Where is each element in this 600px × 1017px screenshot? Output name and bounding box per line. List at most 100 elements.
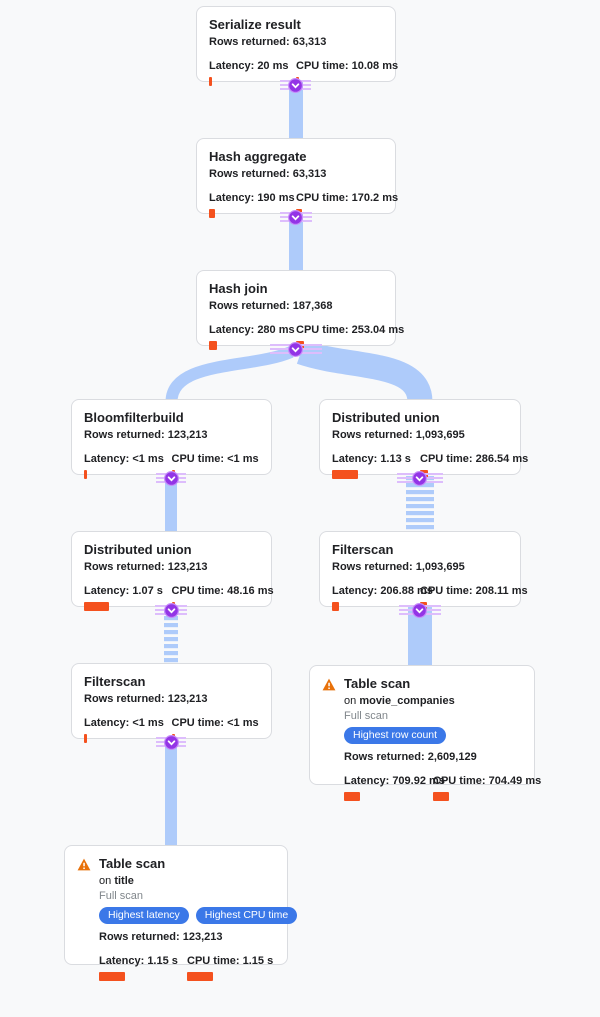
node-title: Distributed union (332, 410, 440, 425)
latency-bar (99, 972, 125, 981)
latency-text: Latency: 1.15 s (99, 955, 178, 967)
latency-bar (84, 470, 87, 479)
scan-type: Full scan (99, 890, 144, 902)
table-name: movie_companies (359, 695, 455, 707)
cpu-time-text: CPU time: 170.2 ms (296, 192, 399, 204)
collapse-button-hash-aggregate[interactable] (287, 209, 304, 226)
rows-label: Rows returned: (332, 429, 413, 441)
rows-value: 123,213 (182, 931, 223, 943)
edge-filterscan-to-table-scan-left (165, 737, 177, 847)
plan-node-hash-join[interactable]: Hash join Rows returned: 187,368 Latency… (196, 270, 404, 350)
latency-text: Latency: <1 ms (84, 453, 164, 465)
node-rows-returned: Rows returned: 2,609,129 (344, 750, 522, 765)
on-label: on (99, 875, 112, 887)
node-rows-returned: Rows returned: 1,093,695 (332, 428, 508, 443)
rows-value: 187,368 (292, 300, 333, 312)
rows-label: Rows returned: (84, 561, 165, 573)
chevron-down-icon (287, 341, 304, 358)
cpu-time-text: CPU time: 48.16 ms (171, 585, 274, 597)
rows-label: Rows returned: (99, 931, 180, 943)
edge-serialize-to-hash-aggregate (289, 80, 303, 140)
node-title: Hash aggregate (209, 149, 307, 164)
node-title: Table scan (344, 676, 411, 691)
rows-label: Rows returned: (344, 751, 425, 763)
node-title: Filterscan (84, 674, 146, 689)
plan-node-hash-aggregate[interactable]: Hash aggregate Rows returned: 63,313 Lat… (196, 138, 399, 218)
collapse-button-distributed-union-right[interactable] (411, 470, 428, 487)
latency-bar (84, 602, 109, 611)
rows-label: Rows returned: (209, 300, 290, 312)
rows-value: 2,609,129 (427, 751, 477, 763)
node-rows-returned: Rows returned: 123,213 (99, 930, 275, 945)
latency-bar (209, 77, 212, 86)
latency-text: Latency: 280 ms (209, 324, 295, 336)
collapse-button-serialize-result[interactable] (287, 77, 304, 94)
plan-node-distributed-union-right[interactable]: Distributed union Rows returned: 1,093,6… (319, 399, 529, 479)
plan-node-table-scan-title[interactable]: Table scan on title Full scan Highest la… (64, 845, 298, 981)
node-metrics: Latency: 20 ms CPU time: 10.08 ms (209, 59, 399, 86)
node-rows-returned: Rows returned: 187,368 (209, 299, 383, 314)
rows-value: 1,093,695 (415, 561, 465, 573)
table-name: title (114, 875, 134, 887)
latency-bar (209, 209, 215, 218)
cpu-time-text: CPU time: 10.08 ms (296, 60, 399, 72)
badge-highest-row-count: Highest row count (344, 727, 447, 744)
plan-node-table-scan-movie-companies[interactable]: Table scan on movie_companies Full scan … (309, 665, 541, 801)
rows-value: 63,313 (292, 168, 327, 180)
collapse-button-filterscan-left[interactable] (163, 734, 180, 751)
node-badges: Highest row count (344, 727, 522, 744)
latency-bar (344, 792, 360, 801)
node-rows-returned: Rows returned: 123,213 (84, 560, 259, 575)
rows-value: 63,313 (292, 36, 327, 48)
node-metrics: Latency: 709.92 ms CPU time: 704.49 ms (344, 774, 541, 801)
scan-type: Full scan (344, 710, 389, 722)
latency-text: Latency: 1.07 s (84, 585, 163, 597)
cpu-time-bar (187, 972, 213, 981)
node-metrics: Latency: 280 ms CPU time: 253.04 ms (209, 323, 405, 350)
collapse-button-hash-join[interactable] (287, 341, 304, 358)
node-title: Table scan (99, 856, 166, 871)
edge-distributed-union-to-filterscan-left-striped (164, 605, 178, 665)
chevron-down-icon (163, 602, 180, 619)
rows-value: 1,093,695 (415, 429, 465, 441)
rows-value: 123,213 (167, 693, 208, 705)
plan-node-filterscan-left[interactable]: Filterscan Rows returned: 123,213 Latenc… (71, 663, 272, 743)
latency-text: Latency: 190 ms (209, 192, 295, 204)
rows-label: Rows returned: (332, 561, 413, 573)
rows-label: Rows returned: (209, 168, 290, 180)
collapse-button-bloomfilterbuild[interactable] (163, 470, 180, 487)
chevron-down-icon (287, 209, 304, 226)
rows-label: Rows returned: (84, 693, 165, 705)
rows-value: 123,213 (167, 561, 208, 573)
plan-node-bloomfilterbuild[interactable]: Bloomfilterbuild Rows returned: 123,213 … (71, 399, 272, 479)
cpu-time-text: CPU time: <1 ms (171, 717, 259, 729)
collapse-button-filterscan-right[interactable] (411, 602, 428, 619)
badge-highest-cpu-time: Highest CPU time (195, 907, 298, 924)
plan-node-serialize-result[interactable]: Serialize result Rows returned: 63,313 L… (196, 6, 398, 86)
node-metrics: Latency: 1.15 s CPU time: 1.15 s (99, 954, 275, 981)
node-rows-returned: Rows returned: 63,313 (209, 167, 383, 182)
node-table: on movie_companies (344, 694, 522, 709)
node-title: Distributed union (84, 542, 192, 557)
edge-hash-join-to-bloomfilterbuild (165, 346, 294, 403)
cpu-time-text: CPU time: 1.15 s (187, 955, 274, 967)
cpu-time-text: CPU time: 286.54 ms (420, 453, 529, 465)
plan-node-filterscan-right[interactable]: Filterscan Rows returned: 1,093,695 Late… (319, 531, 528, 611)
node-rows-returned: Rows returned: 123,213 (84, 692, 259, 707)
rows-value: 123,213 (167, 429, 208, 441)
latency-bar (332, 602, 339, 611)
cpu-time-text: CPU time: 253.04 ms (296, 324, 405, 336)
chevron-down-icon (411, 470, 428, 487)
latency-text: Latency: 206.88 ms (332, 585, 433, 597)
node-title: Serialize result (209, 17, 301, 32)
node-table: on title (99, 874, 275, 889)
node-rows-returned: Rows returned: 1,093,695 (332, 560, 508, 575)
node-metrics: Latency: 206.88 ms CPU time: 208.11 ms (332, 584, 528, 611)
collapse-button-distributed-union-left[interactable] (163, 602, 180, 619)
plan-node-distributed-union-left[interactable]: Distributed union Rows returned: 123,213… (71, 531, 274, 611)
latency-bar (84, 734, 87, 743)
chevron-down-icon (287, 77, 304, 94)
latency-bar (332, 470, 358, 479)
chevron-down-icon (411, 602, 428, 619)
